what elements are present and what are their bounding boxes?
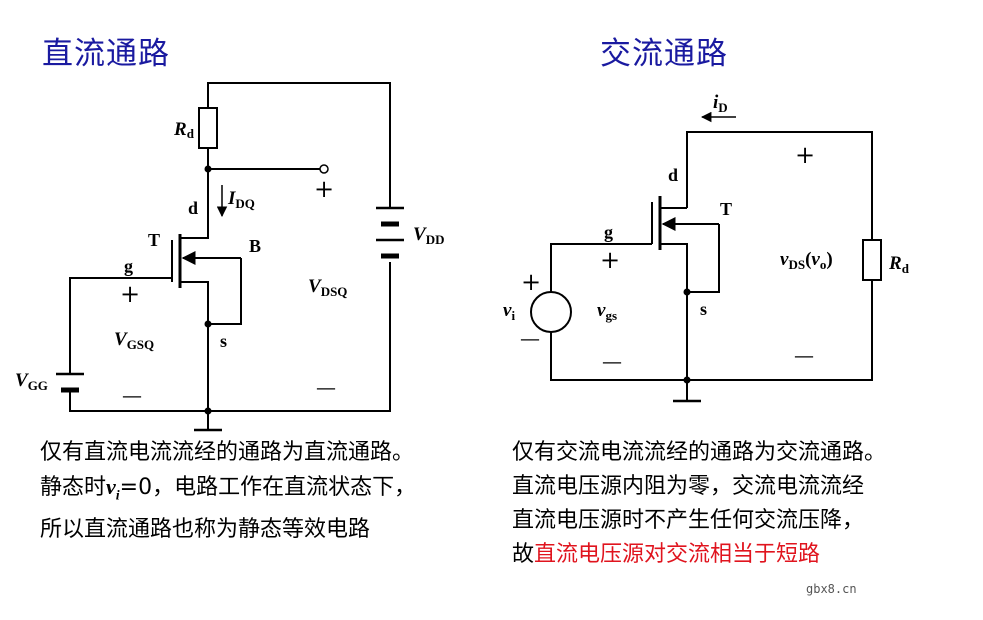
ac-minus-vds: — bbox=[794, 343, 814, 367]
dc-line-3: 所以直流通路也称为静态等效电路 bbox=[40, 517, 371, 543]
svg-text:VDD: VDD bbox=[413, 224, 444, 247]
dc-circuit: Rd IDQ d T B g s VDD VDSQ VGSQ VGG + + —… bbox=[15, 82, 444, 432]
ac-resistor-rd bbox=[862, 239, 882, 281]
dc-line-1: 仅有直流电流流经的通路为直流通路。 bbox=[40, 440, 415, 465]
circuit-diagrams: Rd IDQ d T B g s VDD VDSQ VGSQ VGG + + —… bbox=[15, 82, 910, 432]
ac-label-g: g bbox=[604, 222, 613, 242]
ac-line-4: 故直流电压源对交流相当于短路 bbox=[512, 542, 821, 567]
svg-text:VGG: VGG bbox=[15, 370, 48, 393]
svg-text:vgs: vgs bbox=[597, 300, 617, 323]
dc-battery-vgg bbox=[56, 372, 84, 393]
watermark: gbx8.cn bbox=[806, 582, 857, 596]
ac-path-title: 交流通路 bbox=[600, 36, 728, 72]
ac-minus-vgs: — bbox=[602, 349, 622, 373]
dc-line-2: 静态时vi=0，电路工作在直流状态下， bbox=[40, 474, 417, 504]
svg-text:iD: iD bbox=[713, 92, 728, 115]
ac-plus-vgs: + bbox=[600, 246, 620, 274]
dc-mosfet-t bbox=[171, 230, 242, 411]
dc-battery-vdd bbox=[376, 206, 404, 259]
ac-label-rd: R bbox=[888, 253, 902, 274]
ac-line-3: 直流电压源时不产生任何交流压降， bbox=[512, 508, 865, 533]
ac-line-2: 直流电压源内阻为零，交流电流流经 bbox=[512, 474, 865, 499]
ac-signal-source bbox=[530, 291, 572, 333]
svg-text:VDSQ: VDSQ bbox=[308, 276, 347, 299]
ac-label-s: s bbox=[700, 299, 707, 319]
dc-minus-vds: — bbox=[316, 375, 336, 399]
dc-label-vgg: V bbox=[15, 370, 29, 391]
svg-text:Rd: Rd bbox=[173, 119, 195, 141]
dc-label-idq: I bbox=[227, 188, 236, 209]
ac-label-t: T bbox=[720, 199, 732, 219]
dc-minus-vgs: — bbox=[122, 383, 142, 407]
ac-plus-vi: + bbox=[521, 268, 541, 296]
svg-text:VGSQ: VGSQ bbox=[114, 329, 154, 352]
dc-label-t: T bbox=[148, 230, 160, 250]
ac-description: 仅有交流电流流经的通路为交流通路。 直流电压源内阻为零，交流电流流经 直流电压源… bbox=[512, 436, 886, 572]
svg-text:vDS(vo): vDS(vo) bbox=[780, 249, 833, 272]
ac-label-d: d bbox=[668, 165, 678, 185]
ac-mosfet-t bbox=[651, 196, 720, 380]
dc-label-b: B bbox=[249, 236, 261, 256]
short-circuit-highlight: 直流电压源对交流相当于短路 bbox=[534, 542, 821, 567]
dc-label-g: g bbox=[124, 256, 133, 276]
svg-text:vi: vi bbox=[503, 300, 515, 323]
dc-description: 仅有直流电流流经的通路为直流通路。 静态时vi=0，电路工作在直流状态下， 所以… bbox=[40, 436, 416, 547]
dc-label-rd: R bbox=[173, 119, 187, 140]
ac-label-vi: v bbox=[503, 300, 512, 321]
svg-text:IDQ: IDQ bbox=[227, 188, 255, 211]
ac-label-vds: v bbox=[780, 249, 789, 270]
ac-label-id: i bbox=[713, 92, 719, 113]
ac-circuit: iD d T g s vi vgs vDS(vo) Rd + + + — — — bbox=[503, 92, 910, 403]
dc-path-title: 直流通路 bbox=[42, 36, 170, 72]
dc-label-d: d bbox=[188, 198, 198, 218]
ac-minus-vi: — bbox=[520, 326, 540, 350]
dc-plus-vds: + bbox=[314, 175, 334, 203]
dc-label-vgsq: V bbox=[114, 329, 128, 350]
ac-plus-vds: + bbox=[795, 141, 815, 169]
svg-text:Rd: Rd bbox=[888, 253, 910, 276]
dc-label-s: s bbox=[220, 331, 227, 351]
dc-output-terminal bbox=[319, 164, 329, 174]
dc-resistor-rd bbox=[198, 107, 218, 149]
ac-line-1: 仅有交流电流流经的通路为交流通路。 bbox=[512, 440, 887, 465]
dc-label-vdd: V bbox=[413, 224, 427, 245]
ac-label-vgs: v bbox=[597, 300, 606, 321]
dc-plus-vgs: + bbox=[120, 280, 140, 308]
dc-label-vdsq: V bbox=[308, 276, 322, 297]
